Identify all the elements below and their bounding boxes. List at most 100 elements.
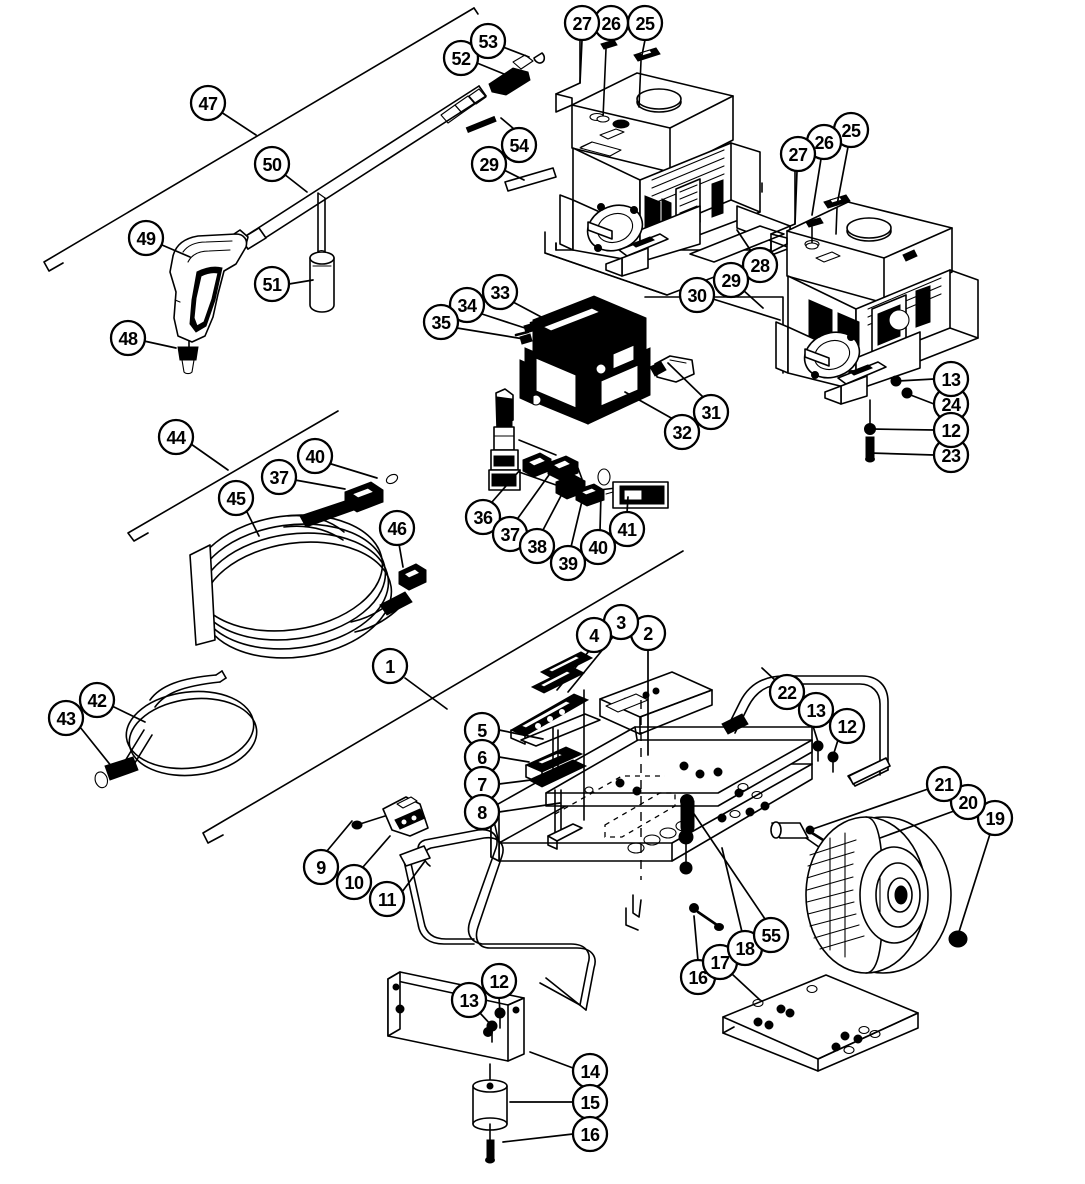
unloader-plumbing	[488, 388, 669, 509]
callout-balloon-29[interactable]: 29	[470, 145, 508, 183]
callout-number: 11	[378, 890, 397, 910]
callout-circle	[549, 544, 587, 582]
callout-balloon-48[interactable]: 48	[109, 319, 147, 357]
handle-bar-22	[721, 675, 891, 787]
callout-balloon-27[interactable]: 27	[779, 135, 817, 173]
callout-balloon-41[interactable]: 41	[608, 510, 646, 548]
callout-balloon-10[interactable]: 10	[335, 863, 373, 901]
callout-balloon-3[interactable]: 3	[602, 603, 640, 641]
callout-number: 49	[136, 229, 156, 249]
bolt-16	[486, 1139, 495, 1159]
callout-balloon-32[interactable]: 32	[663, 413, 701, 451]
callout-balloon-54[interactable]: 54	[500, 126, 538, 164]
callout-leader-16	[502, 1133, 574, 1143]
callout-balloon-15[interactable]: 15	[571, 1083, 609, 1121]
callout-balloon-22[interactable]: 22	[768, 673, 806, 711]
callout-number: 18	[735, 939, 755, 959]
oring-40-hose	[385, 473, 399, 485]
callout-number: 55	[761, 926, 781, 946]
callout-balloon-46[interactable]: 46	[378, 509, 416, 547]
callout-balloon-12[interactable]: 12	[932, 411, 970, 449]
callout-balloon-51[interactable]: 51	[253, 265, 291, 303]
washer-26-right	[805, 217, 824, 228]
callout-leader-9	[326, 820, 353, 852]
callout-leader-34	[481, 313, 529, 330]
callout-balloon-26[interactable]: 26	[592, 4, 630, 42]
callout-number: 41	[617, 520, 637, 540]
callout-balloon-2[interactable]: 2	[629, 614, 667, 652]
callout-balloon-42[interactable]: 42	[78, 681, 116, 719]
callout-leader-50	[283, 173, 308, 193]
washer-24-engine	[901, 387, 913, 399]
callout-leader-32	[624, 391, 674, 420]
callout-balloon-40[interactable]: 40	[296, 437, 334, 475]
callout-balloon-21[interactable]: 21	[925, 765, 963, 803]
spray-wand-assembly	[169, 52, 557, 375]
callout-balloon-6[interactable]: 6	[463, 738, 501, 776]
callout-balloon-13[interactable]: 13	[450, 981, 488, 1019]
callout-balloon-12[interactable]: 12	[828, 707, 866, 745]
callout-balloon-36[interactable]: 36	[464, 498, 502, 536]
callout-balloon-12[interactable]: 12	[480, 962, 518, 1000]
callout-balloon-20[interactable]: 20	[949, 783, 987, 821]
callout-leader-25	[640, 39, 646, 61]
callout-balloon-30[interactable]: 30	[678, 276, 716, 314]
nozzle-tip-53	[533, 52, 546, 64]
callout-balloon-53[interactable]: 53	[469, 22, 507, 60]
callout-balloon-25[interactable]: 25	[832, 111, 870, 149]
callout-balloon-50[interactable]: 50	[253, 145, 291, 183]
callout-number: 48	[118, 329, 138, 349]
fitting-37	[547, 455, 579, 481]
callout-number: 15	[580, 1093, 600, 1113]
callout-balloon-31[interactable]: 31	[692, 393, 730, 431]
callout-balloon-44[interactable]: 44	[157, 418, 195, 456]
callout-balloon-52[interactable]: 52	[442, 39, 480, 77]
callout-leader-20	[879, 810, 955, 839]
callout-balloon-5[interactable]: 5	[463, 711, 501, 749]
callout-balloon-35[interactable]: 35	[422, 303, 460, 341]
callout-balloon-28[interactable]: 28	[741, 246, 779, 284]
callout-balloon-37[interactable]: 37	[260, 458, 298, 496]
hp-hose-assembly	[189, 473, 427, 659]
callout-circle	[828, 707, 866, 745]
callout-balloon-47[interactable]: 47	[189, 84, 227, 122]
callout-balloon-13[interactable]: 13	[797, 691, 835, 729]
callout-balloon-38[interactable]: 38	[518, 527, 556, 565]
callout-balloon-43[interactable]: 43	[47, 699, 85, 737]
callout-balloon-19[interactable]: 19	[976, 799, 1014, 837]
callout-balloon-13[interactable]: 13	[932, 360, 970, 398]
callout-balloon-40[interactable]: 40	[579, 528, 617, 566]
callout-balloon-4[interactable]: 4	[575, 616, 613, 654]
callout-balloon-39[interactable]: 39	[549, 544, 587, 582]
callout-balloon-49[interactable]: 49	[127, 219, 165, 257]
callout-circle	[608, 510, 646, 548]
callout-circle	[692, 393, 730, 431]
callout-circle	[448, 286, 486, 324]
callout-leader-40	[327, 462, 378, 479]
callout-balloon-1[interactable]: 1	[371, 647, 409, 685]
callout-balloon-9[interactable]: 9	[302, 848, 340, 886]
callout-number: 43	[56, 709, 76, 729]
callout-leader-51	[288, 279, 314, 285]
callout-number: 25	[635, 14, 655, 34]
callout-balloon-29[interactable]: 29	[712, 261, 750, 299]
swivel-37	[344, 481, 384, 513]
callout-circle	[797, 691, 835, 729]
callout-balloon-55[interactable]: 55	[752, 916, 790, 954]
callout-leader-25	[836, 146, 849, 206]
callout-balloon-8[interactable]: 8	[463, 793, 501, 831]
callout-circle	[157, 418, 195, 456]
callout-balloon-14[interactable]: 14	[571, 1052, 609, 1090]
callout-balloon-25[interactable]: 25	[626, 4, 664, 42]
callout-leader-48	[143, 340, 177, 349]
callout-balloon-16[interactable]: 16	[571, 1115, 609, 1153]
callout-balloon-16[interactable]: 16	[679, 958, 717, 996]
callout-balloon-27[interactable]: 27	[563, 4, 601, 42]
callout-layer: 1234567891011121314151616171819202122232…	[47, 4, 1014, 1153]
callout-balloon-34[interactable]: 34	[448, 286, 486, 324]
callout-balloon-11[interactable]: 11	[368, 880, 406, 918]
callout-balloon-45[interactable]: 45	[217, 479, 255, 517]
callout-balloon-33[interactable]: 33	[481, 273, 519, 311]
